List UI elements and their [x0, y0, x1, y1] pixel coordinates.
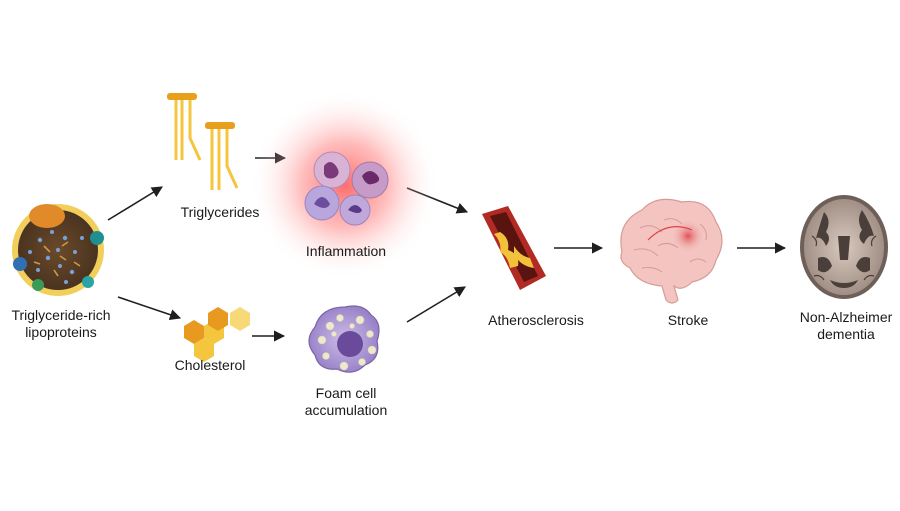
stroke-label: Stroke [667, 312, 709, 328]
brain-mri-icon [800, 195, 888, 299]
artery-icon [482, 206, 546, 290]
lipoprotein-particle-icon [12, 204, 104, 296]
arrow-lipo-to-cholesterol [117, 296, 182, 321]
dementia-label-line2: dementia [817, 326, 875, 342]
arrow-lipo-to-triglycerides [107, 186, 163, 221]
arrow-foamcell-to-atherosclerosis [406, 286, 466, 323]
lipoproteins-label-line1: Triglyceride-rich [11, 307, 111, 323]
dementia-label: Non-Alzheimer dementia [786, 309, 900, 343]
triglycerides-icon [167, 93, 239, 190]
foam-cell-label: Foam cell accumulation [291, 385, 401, 419]
foam-cell-icon [308, 305, 380, 373]
inflammation-icon [250, 90, 440, 280]
lipoproteins-label: Triglyceride-rich lipoproteins [0, 307, 122, 341]
atherosclerosis-label: Atherosclerosis [488, 312, 584, 328]
lipoproteins-label-line2: lipoproteins [25, 324, 97, 340]
triglycerides-label: Triglycerides [180, 204, 260, 220]
dementia-label-line1: Non-Alzheimer [799, 309, 893, 325]
foam-cell-label-line2: accumulation [304, 402, 388, 418]
brain-icon [620, 198, 723, 304]
inflammation-label: Inflammation [305, 243, 387, 259]
cholesterol-label: Cholesterol [174, 357, 246, 373]
cholesterol-icon [184, 307, 250, 362]
foam-cell-label-line1: Foam cell [315, 385, 377, 401]
